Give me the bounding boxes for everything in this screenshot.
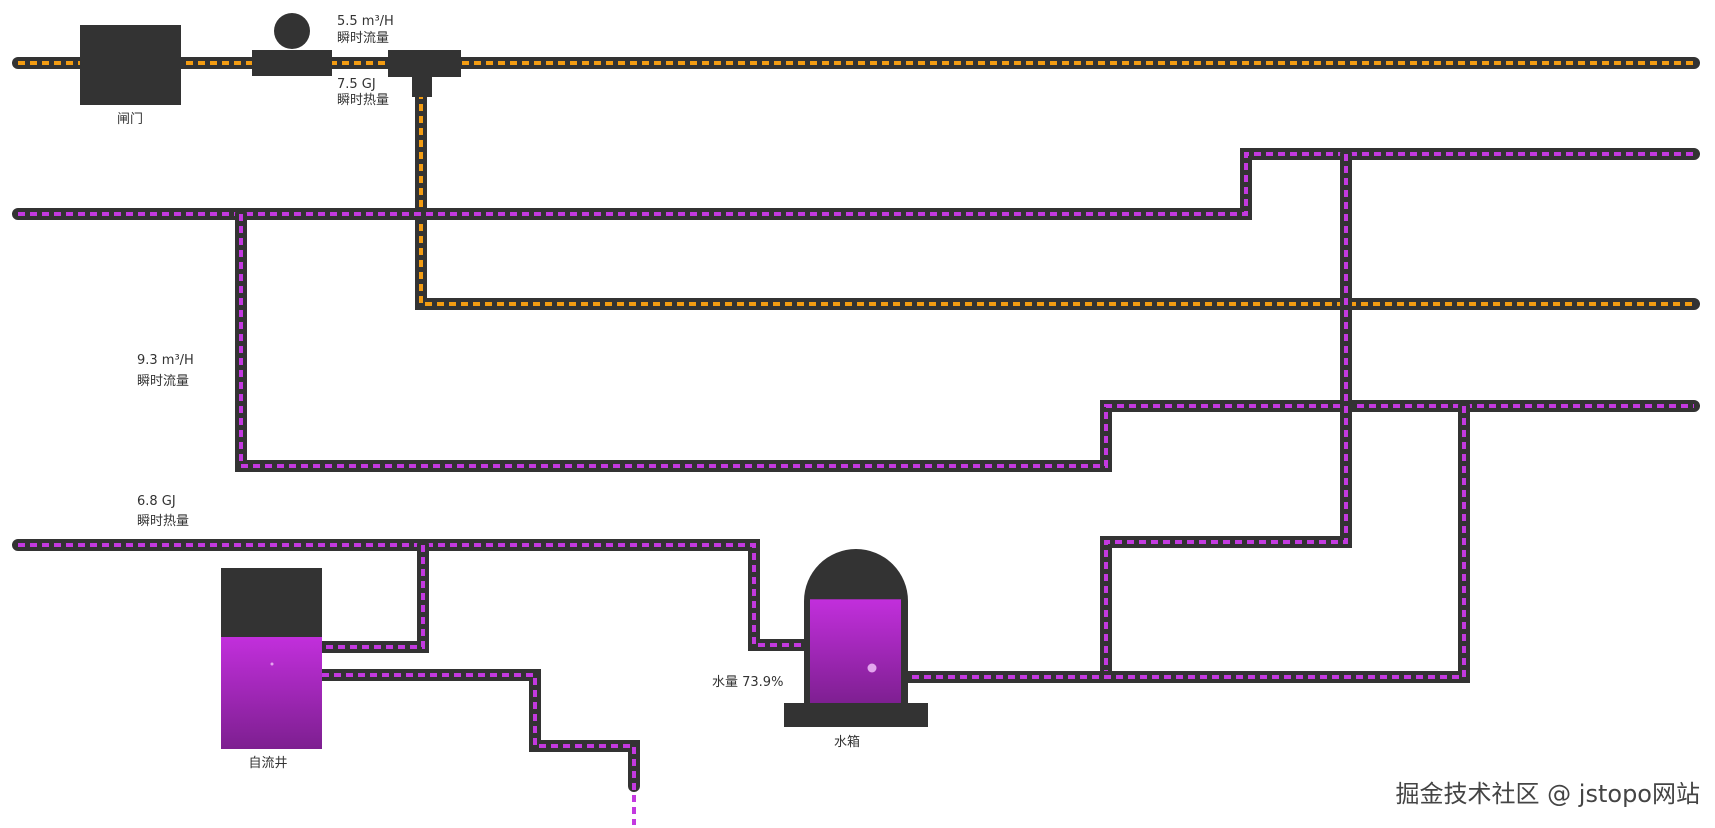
meter-body [252,50,332,76]
pipe-cold-line-2 [12,148,1700,220]
heat-meter-1[interactable] [388,50,461,97]
flow-well-inlet [322,545,425,649]
tee-junction-stem [412,77,432,97]
heat-meter-2-value: 6.8 GJ [137,494,176,509]
flow-well-outlet [322,673,636,825]
meter-circle-icon [274,13,310,49]
tank-level-readout: 水量 73.9% [712,675,783,690]
artesian-well[interactable]: 自流井 [221,568,322,771]
pipe-well-inlet [316,539,429,653]
heat-meter-1-value: 7.5 GJ [337,77,376,92]
valve-block-icon [80,25,181,105]
flow-meter-2-value: 9.3 m³/H [137,353,194,368]
flow-cold-loop [239,214,1694,468]
flow-meter-1[interactable] [252,13,332,76]
flow-cold-line-2 [18,152,1694,216]
tank-base [784,703,928,727]
watermark-text: 掘金技术社区 @ jstopo网站 [1396,780,1700,808]
pipes-layer [12,57,1700,825]
pipe-cold-line-5 [12,539,812,651]
valve-label: 闸门 [117,112,143,127]
well-bubble [270,662,274,666]
pipe-cold-to-tank [899,400,1470,683]
flow-cold-line-5 [18,543,806,647]
flow-meter-2-caption: 瞬时流量 [137,374,189,389]
tank-water [810,599,901,705]
heat-meter-1-caption: 瞬时热量 [337,93,389,108]
tee-junction-icon [388,50,461,77]
water-tank[interactable]: 水箱 [784,549,928,750]
flow-meter-1-value: 5.5 m³/H [337,14,394,29]
flow-cold-to-tank [905,406,1466,679]
pipe-hot-branch [415,74,1700,310]
pipe-cold-loop [235,208,1700,472]
tank-label: 水箱 [834,734,860,750]
well-water [221,637,322,749]
pipe-cold-riser [1100,148,1352,683]
flow-hot-branch [419,80,1694,306]
flow-meter-1-caption: 瞬时流量 [337,31,389,46]
heat-meter-2-caption: 瞬时热量 [137,514,189,529]
well-label: 自流井 [248,756,287,771]
pipe-well-outlet [316,669,640,825]
tank-bubble [867,663,877,673]
valve[interactable]: 闸门 [80,25,181,127]
flow-cold-riser [1104,154,1348,677]
